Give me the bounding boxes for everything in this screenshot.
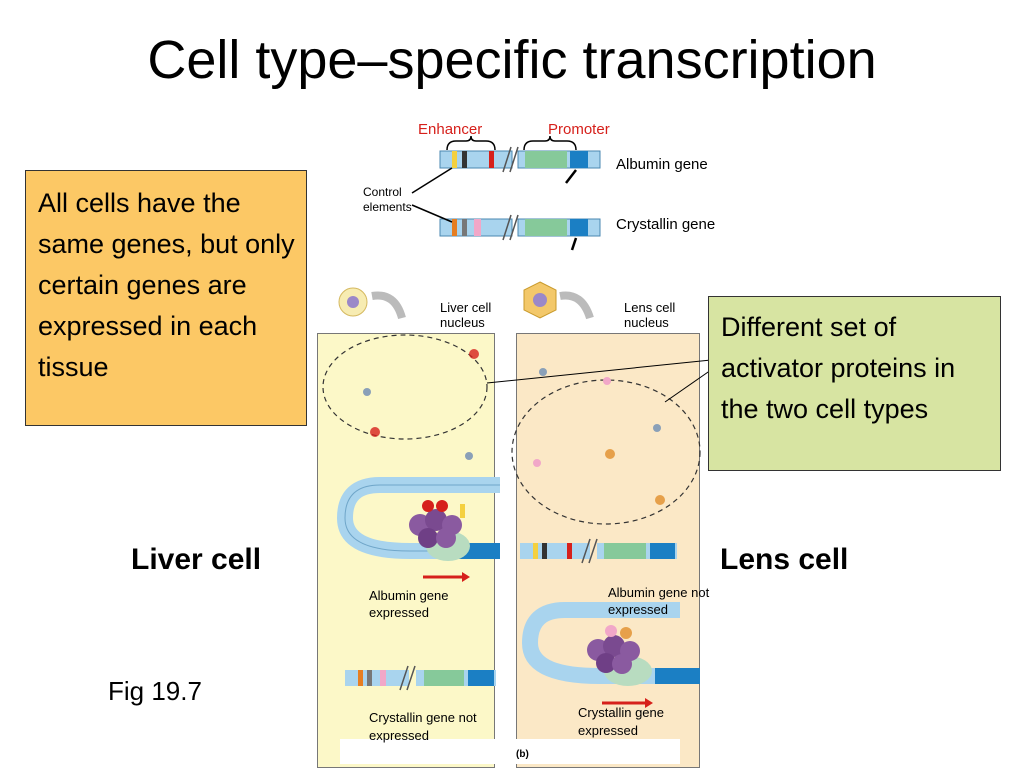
lens-activator-proteins	[533, 368, 665, 505]
albumin-gene-dna	[439, 146, 601, 184]
lens-crystallin-complex	[521, 602, 700, 708]
crystallin-gene-dna	[439, 214, 601, 251]
promoter-brace	[523, 135, 577, 151]
liver-nucleus-outline	[322, 334, 488, 440]
liver-crystallin-dna	[345, 665, 496, 691]
control-elements-label: Control elements	[363, 185, 412, 214]
albumin-not-expressed-label: Albumin gene not expressed	[608, 585, 710, 617]
lens-cell-icon	[518, 281, 594, 333]
all-cells-note-text: All cells have the same genes, but only …	[38, 188, 295, 382]
liver-activator-proteins	[363, 349, 479, 460]
albumin-gene-label: Albumin gene	[616, 156, 708, 173]
liver-albumin-complex	[336, 477, 500, 582]
lens-albumin-dna	[520, 538, 677, 564]
activator-note-box: Different set of activator proteins in t…	[708, 296, 1001, 471]
slide-title: Cell type–specific transcription	[147, 30, 877, 90]
lens-nucleus-outline	[511, 379, 701, 525]
lens-cell-label: Lens cell	[720, 543, 849, 576]
figure-reference: Fig 19.7	[108, 676, 202, 706]
liver-cell-icon	[338, 285, 406, 333]
lens-nucleus-label: Lens cell nucleus	[624, 300, 676, 330]
crystallin-not-expressed-label: Crystallin gene not expressed	[369, 710, 477, 743]
enhancer-label: Enhancer	[418, 121, 483, 138]
crystallin-gene-label: Crystallin gene	[616, 216, 716, 233]
crystallin-expressed-label: Crystallin gene expressed	[578, 705, 664, 738]
all-cells-note-box: All cells have the same genes, but only …	[25, 170, 307, 426]
enhancer-brace	[446, 135, 496, 151]
caption-bar	[340, 739, 680, 764]
activator-note-text: Different set of activator proteins in t…	[721, 312, 956, 424]
panel-caption: (b)	[516, 749, 529, 760]
liver-nucleus-label: Liver cell nucleus	[440, 300, 492, 330]
promoter-label: Promoter	[548, 121, 610, 138]
albumin-expressed-label: Albumin gene expressed	[369, 588, 449, 620]
liver-cell-label: Liver cell	[131, 543, 262, 576]
